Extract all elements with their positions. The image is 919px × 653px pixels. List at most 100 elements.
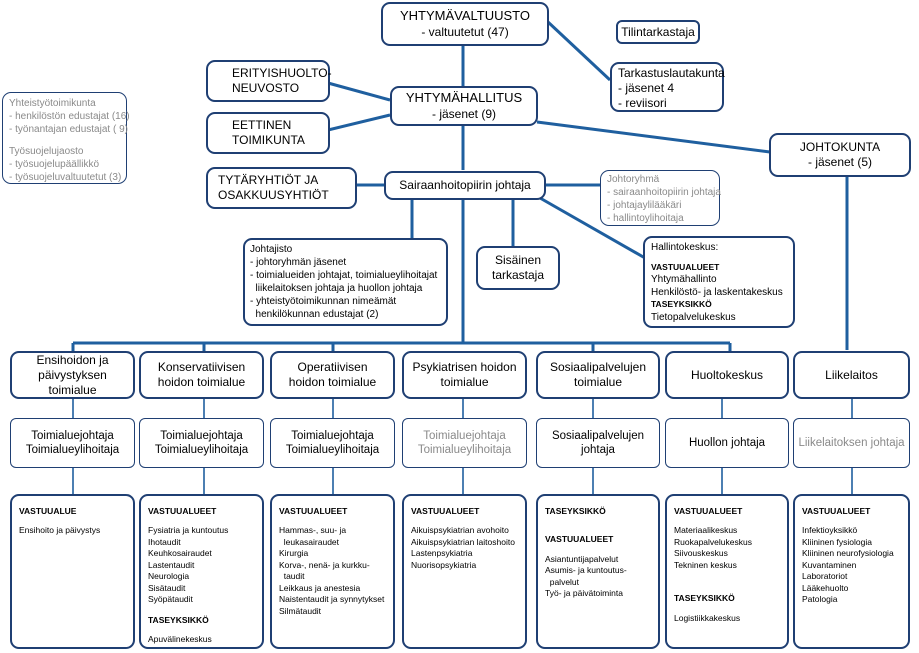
unit-item: Kliininen neurofysiologia — [802, 548, 894, 559]
hallintokeskus-vastuu-2: Henkilöstö- ja laskentakeskus — [651, 287, 783, 299]
unit-item: Ensihoito ja päivystys — [19, 525, 101, 536]
toimialue-lead-line: Toimialueylihoitaja — [154, 444, 249, 456]
hallintokeskus-tase-1: Tietopalvelukeskus — [651, 311, 736, 323]
johtajisto-row-4: - yhteistyötoimikunnan nimeämät — [250, 296, 397, 307]
johtajisto-row-2: - toimialueiden johtajat, toimialueyliho… — [250, 270, 438, 281]
sisainen-tarkastaja-box: Sisäinen tarkastaja — [476, 246, 560, 290]
unit-item: Apuvälinekeskus — [148, 634, 212, 645]
toimialue-units-box-3: VASTUUALUEET Hammas-, suu- ja leukasairau… — [270, 494, 395, 649]
erityishuoltoneuvosto-box: ERITYISHUOLTO- NEUVOSTO — [206, 60, 332, 102]
unit-item: Kliininen fysiologia — [802, 536, 872, 547]
toimialue-name-line: Konservatiivisen — [157, 360, 246, 374]
toimialue-name-line: päivystyksen — [38, 367, 107, 382]
tarkastuslautakunta-jasenet: - jäsenet 4 — [618, 81, 675, 95]
toimialue-lead-line: Toimialueylihoitaja — [285, 444, 380, 456]
eettinen-toimikunta-box: EETTINEN TOIMIKUNTA — [206, 112, 330, 154]
johtajisto-title: Johtajisto — [250, 244, 293, 255]
hallintokeskus-box: Hallintokeskus: VASTUUALUEET Yhtymähalli… — [643, 236, 795, 328]
unit-item: Leikkaus ja anestesia — [279, 582, 361, 593]
toimialue-name-line: hoidon toimialue — [157, 375, 246, 389]
toimialue-lead-line: Toimialuejohtaja — [160, 429, 243, 442]
toimialue-lead-box-7: Liikelaitoksen johtaja — [793, 418, 910, 468]
yhteistyotoimikunta-title: Yhteistyötoimikunta — [9, 98, 96, 109]
hallintokeskus-vastuu-1: Yhtymähallinto — [651, 274, 717, 286]
johtajisto-row-5: henkilökunnan edustajat (2) — [250, 309, 379, 320]
tytaryhtiot-line1: TYTÄRYHTIÖT JA — [218, 173, 319, 187]
erityishuolto-line1: ERITYISHUOLTO- — [232, 66, 332, 80]
sisainen-line1: Sisäinen — [494, 253, 542, 267]
unit-item: Asiantuntijapalvelut — [545, 553, 619, 564]
toimialue-lead-line: Toimialueylihoitaja — [25, 444, 120, 456]
johtokunta-title: JOHTOKUNTA — [799, 140, 881, 154]
section-heading: VASTUUALUEET — [545, 534, 614, 545]
unit-item: Ihotaudit — [148, 536, 181, 547]
section-heading: VASTUUALUEET — [279, 506, 348, 516]
unit-item: Fysiatria ja kuntoutus — [148, 525, 229, 536]
yhtymavaltuusto-box: YHTYMÄVALTUUSTO - valtuutetut (47) — [381, 2, 549, 46]
toimialue-name-line: Psykiatrisen hoidon — [412, 360, 517, 374]
toimialue-lead-line: Toimialuejohtaja — [423, 429, 506, 442]
section-heading: TASEYKSIKKÖ — [545, 506, 606, 516]
toimialue-name-line: toimialue — [440, 375, 489, 389]
toimialue-name-line: toimialue — [573, 375, 623, 389]
unit-item: Lastentaudit — [148, 559, 195, 570]
tilintarkastaja-label: Tilintarkastaja — [621, 24, 695, 39]
johtaja-label: Sairaanhoitopiirin johtaja — [399, 178, 531, 192]
yhteistyo-henkilosto: - henkilöstön edustajat (16) — [9, 111, 130, 122]
unit-item: Laboratoriot — [802, 571, 848, 582]
johtoryhma-title: Johtoryhmä — [607, 174, 660, 185]
toimialue-lead-line: Sosiaalipalvelujen — [551, 429, 645, 442]
tyosuojelujaosto-title: Työsuojelujaosto — [9, 146, 84, 157]
johtajisto-box: Johtajisto - johtoryhmän jäsenet - toimi… — [243, 238, 448, 326]
section-heading: VASTUUALUEET — [148, 506, 217, 516]
tarkastuslautakunta-reviisori: - reviisori — [618, 96, 667, 110]
johtoryhma-member-1: - sairaanhoitopiirin johtaja — [607, 187, 721, 198]
unit-item: Siivouskeskus — [674, 548, 728, 559]
toimialue-name-line: Ensihoidon ja — [36, 352, 109, 367]
johtokunta-jasenet: - jäsenet (5) — [807, 155, 873, 169]
unit-item: Aikuispsykiatrian avohoito — [411, 525, 509, 536]
unit-item: Kuvantaminen — [802, 559, 857, 570]
tyosuojelu-paallikko: - työsuojelupäällikkö — [9, 159, 100, 170]
toimialue-name-line: Operatiivisen — [297, 360, 368, 374]
yhteistyotoimikunta-box: Yhteistyötoimikunta - henkilöstön edusta… — [2, 92, 130, 184]
toimialue-box-6: Huoltokeskus — [665, 351, 789, 399]
unit-item: Naistentaudit ja synnytykset — [279, 594, 385, 605]
tyosuojelu-valtuutetut: - työsuojeluvaltuutetut (3) — [9, 172, 122, 183]
unit-item: Lääkehuolto — [802, 582, 849, 593]
johtoryhma-member-3: - hallintoylihoitaja — [607, 213, 684, 224]
unit-item: Tekninen keskus — [674, 559, 737, 570]
yhteistyo-tyonantaja: - työnantajan edustajat ( 9) — [9, 124, 128, 135]
johtoryhma-box: Johtoryhmä - sairaanhoitopiirin johtaja … — [600, 170, 721, 226]
unit-item: Lastenpsykiatria — [411, 548, 473, 559]
hallintokeskus-title: Hallintokeskus: — [651, 242, 719, 253]
toimialue-name-line: Sosiaalipalvelujen — [549, 360, 647, 374]
erityishuolto-line2: NEUVOSTO — [232, 81, 300, 95]
johtajisto-row-3: liikelaitoksen johtaja ja huollon johtaj… — [250, 283, 423, 294]
tilintarkastaja-box: Tilintarkastaja — [616, 20, 700, 44]
unit-item: Hammas-, suu- ja — [279, 525, 347, 536]
toimialue-lead-line: johtaja — [581, 444, 615, 456]
unit-item: Materiaalikeskus — [674, 525, 738, 536]
toimialue-lead-line: Toimialuejohtaja — [291, 429, 374, 442]
unit-item: leukasairaudet — [279, 536, 340, 547]
unit-item: Työ- ja päivätoiminta — [545, 588, 623, 599]
eettinen-line2: TOIMIKUNTA — [232, 133, 305, 147]
toimialue-lead-line: Liikelaitoksen johtaja — [798, 436, 905, 449]
unit-item: Nuorisopsykiatria — [411, 559, 477, 570]
unit-item: Neurologia — [148, 571, 190, 582]
section-heading: VASTUUALUEET — [411, 506, 480, 516]
toimialue-lead-line: Toimialueylihoitaja — [417, 444, 512, 456]
unit-item: Sisätaudit — [148, 582, 186, 593]
section-heading: TASEYKSIKKÖ — [148, 614, 209, 625]
unit-item: Aikuispsykiatrian laitoshoito — [411, 536, 515, 547]
toimialue-name-line: toimialue — [48, 382, 97, 397]
hallintokeskus-tase-heading: TASEYKSIKKÖ — [651, 299, 712, 310]
